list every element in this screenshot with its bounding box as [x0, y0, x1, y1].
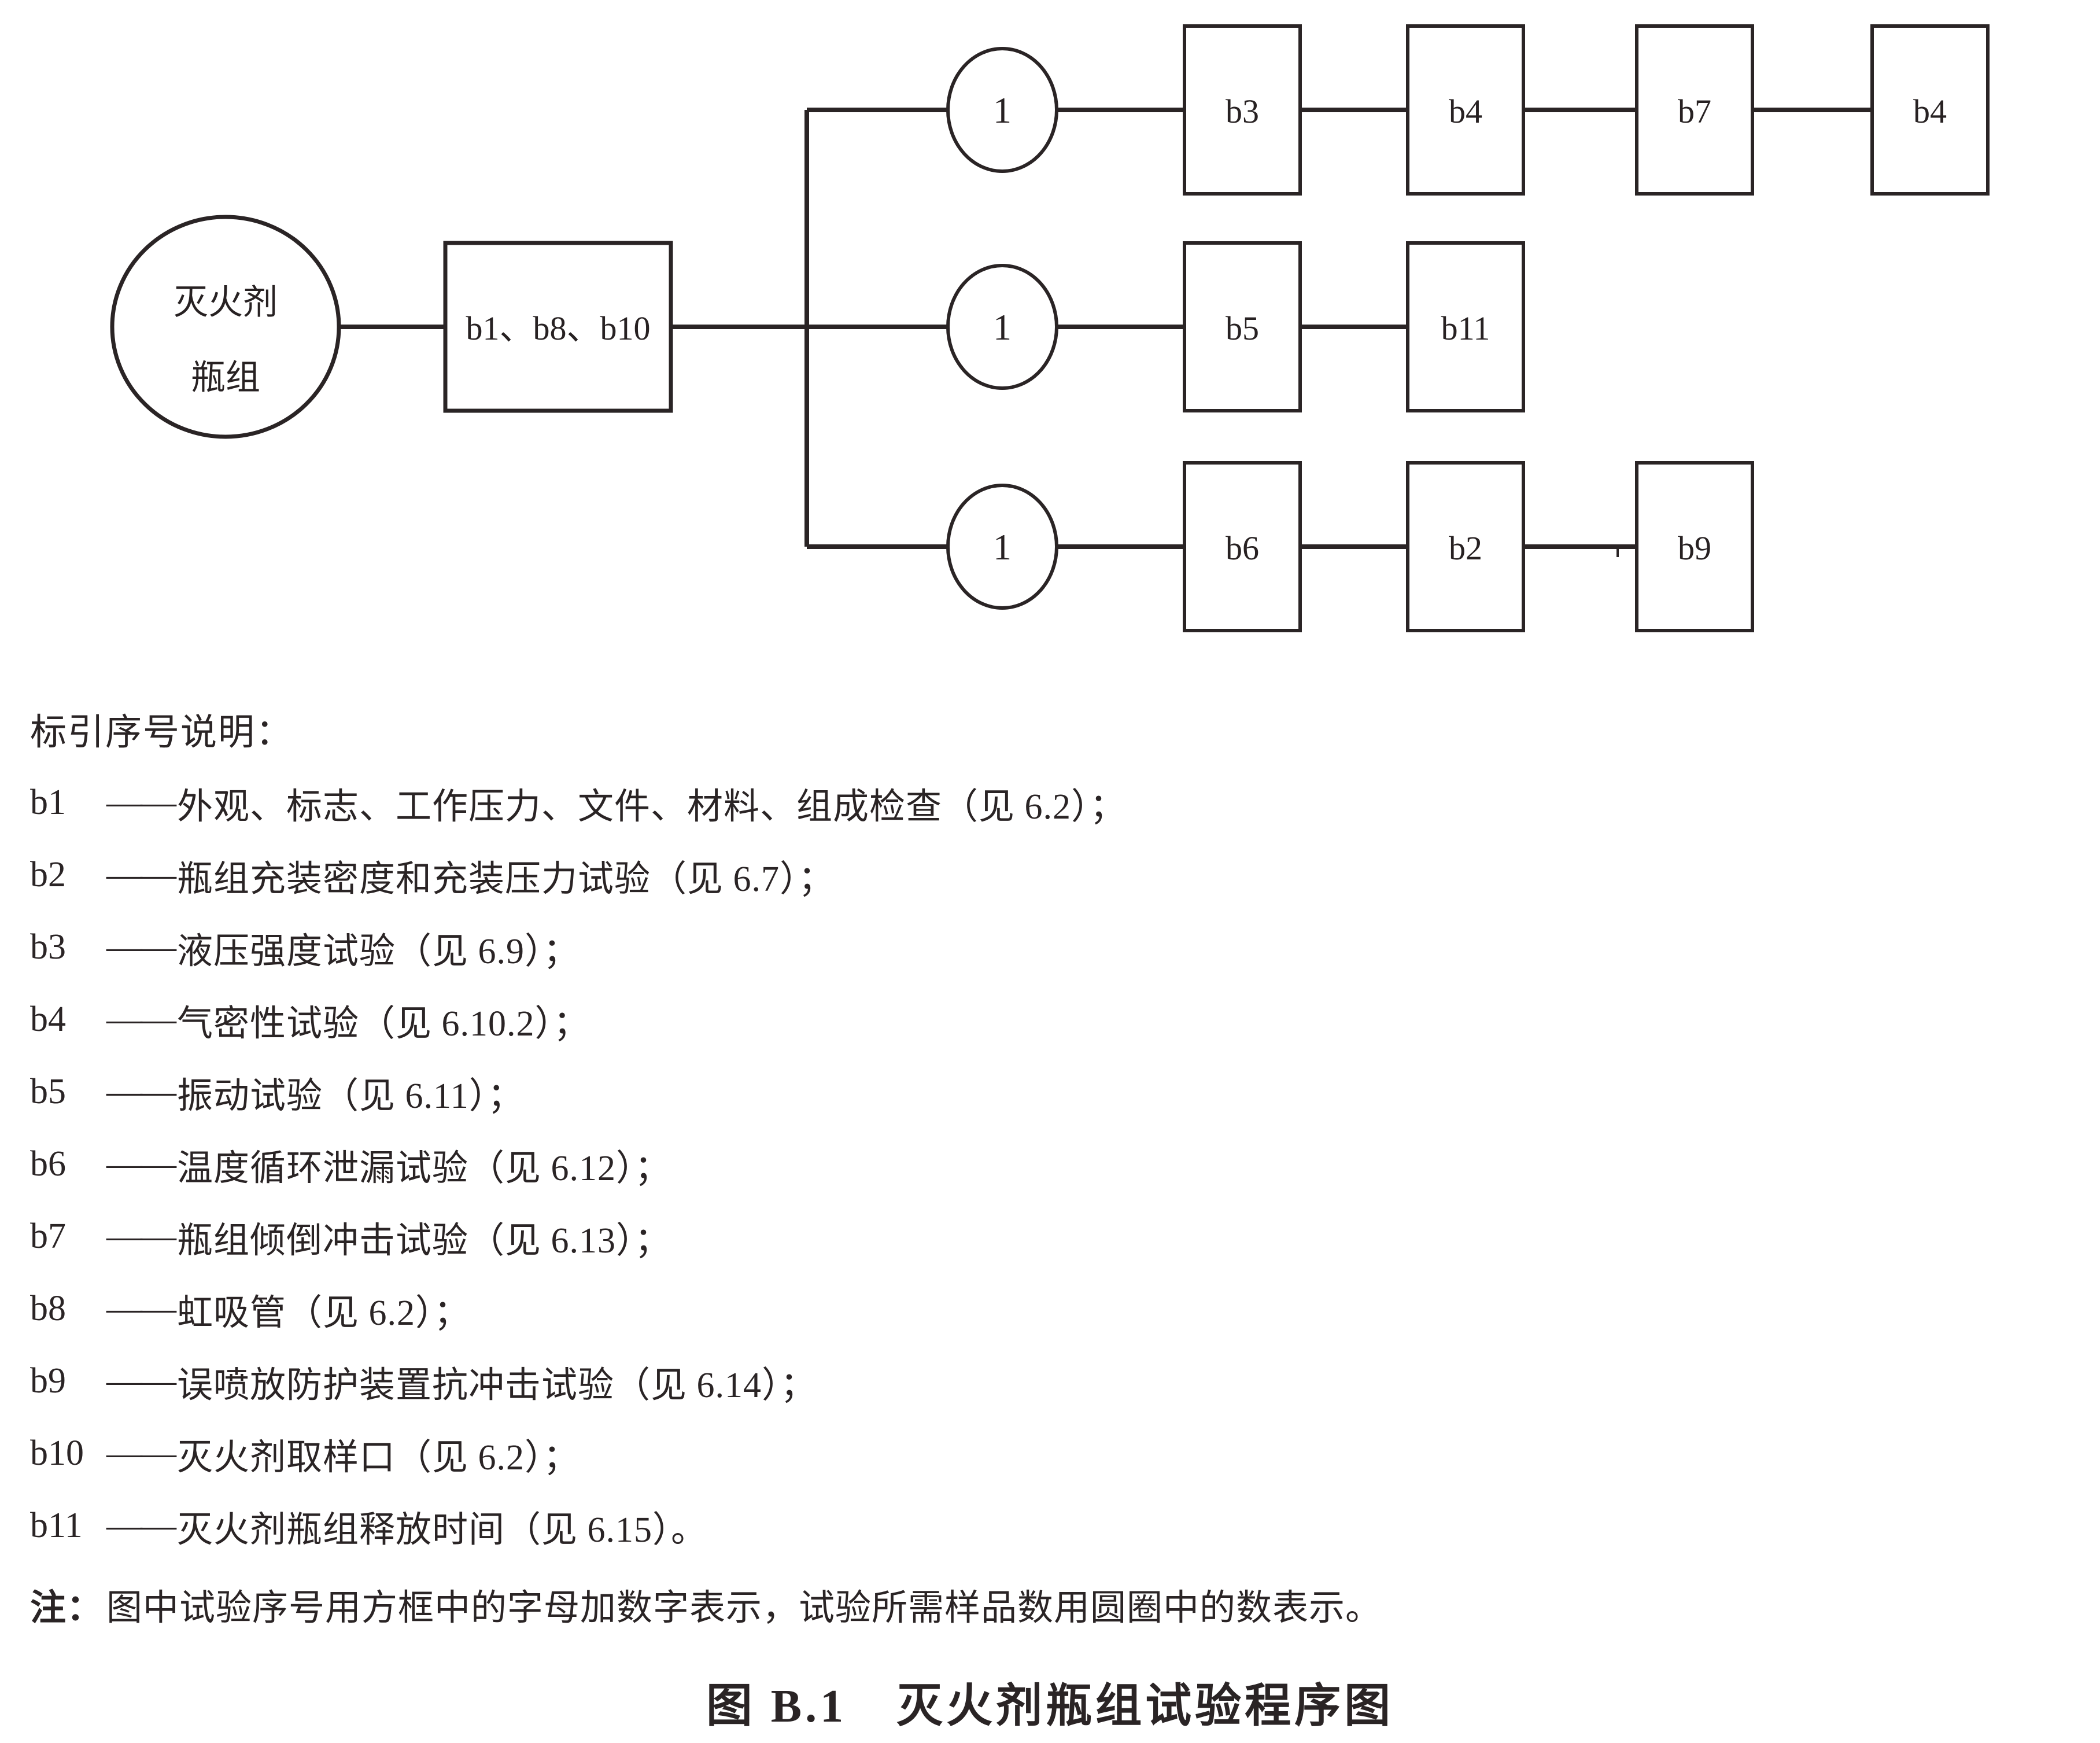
- sample-count-branch1: 1: [993, 90, 1012, 131]
- legend-text: 气密性试验（见 6.10.2）；: [177, 1004, 590, 1044]
- legend-dash: ——: [106, 1000, 176, 1039]
- legend-item-b2: b2 —— 瓶组充装密度和充装压力试验（见 6.7）；: [30, 839, 2025, 911]
- test-box-b11: [1406, 241, 1525, 412]
- figure-caption: 图 B.1 灭火剂瓶组试验程序图: [706, 1681, 1394, 1732]
- note-label: 注：: [30, 1589, 104, 1628]
- legend-dash: ——: [106, 1217, 176, 1256]
- legend-text: 虹吸管（见 6.2）；: [177, 1293, 471, 1333]
- test-box-b3: [1183, 24, 1302, 196]
- legend-text: 外观、标志、工作压力、文件、材料、组成检查（见 6.2）；: [177, 787, 1127, 827]
- legend-dash: ——: [106, 1506, 176, 1545]
- test-box-b5: [1183, 241, 1302, 412]
- sample-count-circle-branch3: [946, 484, 1058, 610]
- test-box-b6: [1183, 461, 1302, 632]
- test-box-b4-label: b4: [1449, 93, 1482, 130]
- legend-item-b5: b5 —— 振动试验（见 6.11）；: [30, 1056, 2025, 1128]
- legend-dash: ——: [106, 927, 176, 967]
- legend-text: 瓶组充装密度和充装压力试验（见 6.7）；: [177, 859, 835, 899]
- test-box-b7: [1635, 24, 1754, 196]
- legend-key: b6: [30, 1144, 66, 1184]
- legend-key: b8: [30, 1289, 66, 1328]
- note-text: 图中试验序号用方框中的字母加数字表示，试验所需样品数用圆圈中的数表示。: [106, 1589, 1382, 1628]
- legend-item-b8: b8 —— 虹吸管（见 6.2）；: [30, 1273, 2025, 1345]
- sample-count-branch3: 1: [993, 526, 1012, 568]
- test-procedure-flowchart: 灭火剂 瓶组 b1、b8、b10 1 1 1 b3 b4 b7 b4 b5: [0, 0, 2100, 665]
- test-box-b3-label: b3: [1226, 93, 1259, 130]
- legend-text: 瓶组倾倒冲击试验（见 6.13）；: [177, 1221, 671, 1261]
- legend-key: b7: [30, 1217, 66, 1256]
- legend-key: b5: [30, 1072, 66, 1111]
- legend-dash: ——: [106, 1361, 176, 1401]
- legend-key: b10: [30, 1434, 84, 1473]
- legend-item-b9: b9 —— 误喷放防护装置抗冲击试验（见 6.14）；: [30, 1345, 2025, 1417]
- figure-note: 注： 图中试验序号用方框中的字母加数字表示，试验所需样品数用圆圈中的数表示。: [30, 1567, 2054, 1642]
- test-box-b2: [1406, 461, 1525, 632]
- flowchart-canvas: 灭火剂 瓶组 b1、b8、b10 1 1 1 b3 b4 b7 b4 b5: [110, 24, 1990, 632]
- sample-count-circle-branch1: [946, 47, 1058, 173]
- test-box-b9: [1635, 461, 1754, 632]
- legend-item-b1: b1 —— 外观、标志、工作压力、文件、材料、组成检查（见 6.2）；: [30, 767, 2025, 839]
- legend-text: 温度循环泄漏试验（见 6.12）；: [177, 1148, 671, 1188]
- legend: 标引序号说明： b1 —— 外观、标志、工作压力、文件、材料、组成检查（见 6.…: [30, 691, 2025, 1562]
- legend-text: 液压强度试验（见 6.9）；: [177, 931, 580, 971]
- legend-dash: ——: [106, 1434, 176, 1473]
- start-tests-box: [443, 241, 673, 413]
- legend-key: b11: [30, 1506, 83, 1545]
- legend-heading: 标引序号说明：: [30, 712, 293, 753]
- test-box-b4: [1406, 24, 1525, 196]
- legend-key: b2: [30, 855, 66, 894]
- legend-item-b7: b7 —— 瓶组倾倒冲击试验（见 6.13）；: [30, 1200, 2025, 1273]
- start-tests-box-label: b1、b8、b10: [466, 309, 650, 347]
- legend-text: 灭火剂取样口（见 6.2）；: [177, 1438, 580, 1477]
- legend-item-b6: b6 —— 温度循环泄漏试验（见 6.12）；: [30, 1128, 2025, 1200]
- source-node-label-line1: 灭火剂: [174, 283, 278, 322]
- test-box-b7-label: b7: [1678, 93, 1711, 130]
- sample-count-branch2: 1: [993, 307, 1012, 348]
- legend-dash: ——: [106, 1072, 176, 1111]
- legend-item-b3: b3 —— 液压强度试验（见 6.9）；: [30, 911, 2025, 983]
- legend-key: b1: [30, 783, 66, 822]
- legend-item-b10: b10 —— 灭火剂取样口（见 6.2）；: [30, 1417, 2025, 1490]
- legend-dash: ——: [106, 783, 176, 822]
- legend-key: b9: [30, 1361, 66, 1401]
- legend-item-b11: b11 —— 灭火剂瓶组释放时间（见 6.15）。: [30, 1490, 2025, 1562]
- test-box-b4-second: [1870, 24, 1990, 196]
- test-box-b6-label: b6: [1226, 529, 1259, 567]
- legend-key: b4: [30, 1000, 66, 1039]
- source-node-ellipse: [110, 215, 341, 439]
- legend-key: b3: [30, 927, 66, 967]
- legend-dash: ——: [106, 1144, 176, 1184]
- source-node-label-line2: 瓶组: [191, 359, 260, 397]
- legend-dash: ——: [106, 1289, 176, 1328]
- legend-text: 灭火剂瓶组释放时间（见 6.15）。: [177, 1510, 708, 1550]
- sample-count-circle-branch2: [946, 264, 1058, 390]
- legend-item-b4: b4 —— 气密性试验（见 6.10.2）；: [30, 983, 2025, 1056]
- legend-text: 振动试验（见 6.11）；: [177, 1076, 524, 1116]
- test-box-b9-label: b9: [1678, 529, 1711, 567]
- test-box-b11-label: b11: [1441, 309, 1490, 347]
- test-box-b5-label: b5: [1226, 309, 1259, 347]
- test-box-b4-second-label: b4: [1913, 93, 1947, 130]
- legend-text: 误喷放防护装置抗冲击试验（见 6.14）；: [177, 1365, 817, 1405]
- test-box-b2-label: b2: [1449, 529, 1482, 567]
- legend-dash: ——: [106, 855, 176, 894]
